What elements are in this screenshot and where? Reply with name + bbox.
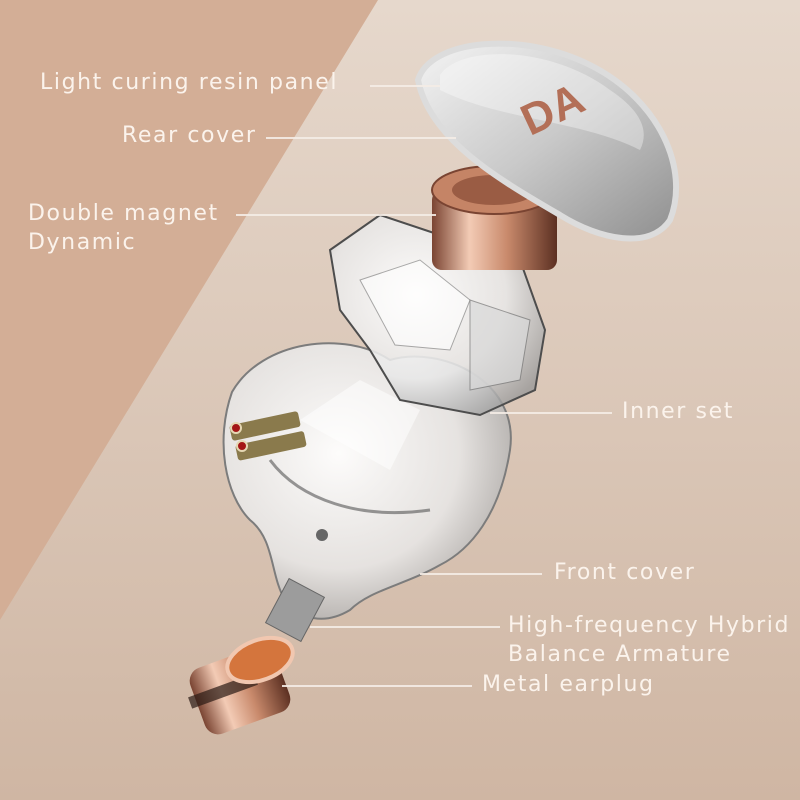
label-line-2: Balance Armature bbox=[508, 642, 732, 667]
leader-line-metal-earplug bbox=[282, 685, 472, 687]
leader-line-resin-panel bbox=[370, 85, 440, 87]
leader-line-high-frequency bbox=[310, 626, 500, 628]
leader-line-double-magnet bbox=[236, 214, 436, 216]
resin-faceplate: DA bbox=[414, 40, 680, 242]
label-double-magnet-dynamic: Double magnet Dynamic bbox=[28, 199, 219, 257]
balance-armature-nozzle bbox=[264, 577, 326, 643]
label-line-1: Double magnet bbox=[28, 201, 219, 226]
label-rear-cover: Rear cover bbox=[122, 123, 257, 148]
two-pin-connector bbox=[229, 411, 307, 461]
label-metal-earplug: Metal earplug bbox=[482, 672, 655, 697]
leader-line-inner-set bbox=[490, 412, 612, 414]
label-line-1: High-frequency Hybrid bbox=[508, 613, 791, 638]
label-line-2: Dynamic bbox=[28, 230, 137, 255]
label-high-frequency-hybrid: High-frequency Hybrid Balance Armature bbox=[508, 611, 790, 669]
leader-line-front-cover bbox=[420, 573, 542, 575]
metal-earplug-nozzle bbox=[188, 635, 295, 735]
label-light-curing-resin-panel: Light curing resin panel bbox=[40, 70, 339, 95]
leader-line-rear-cover bbox=[266, 137, 456, 139]
label-front-cover: Front cover bbox=[554, 560, 696, 585]
label-inner-set: Inner set bbox=[622, 399, 734, 424]
